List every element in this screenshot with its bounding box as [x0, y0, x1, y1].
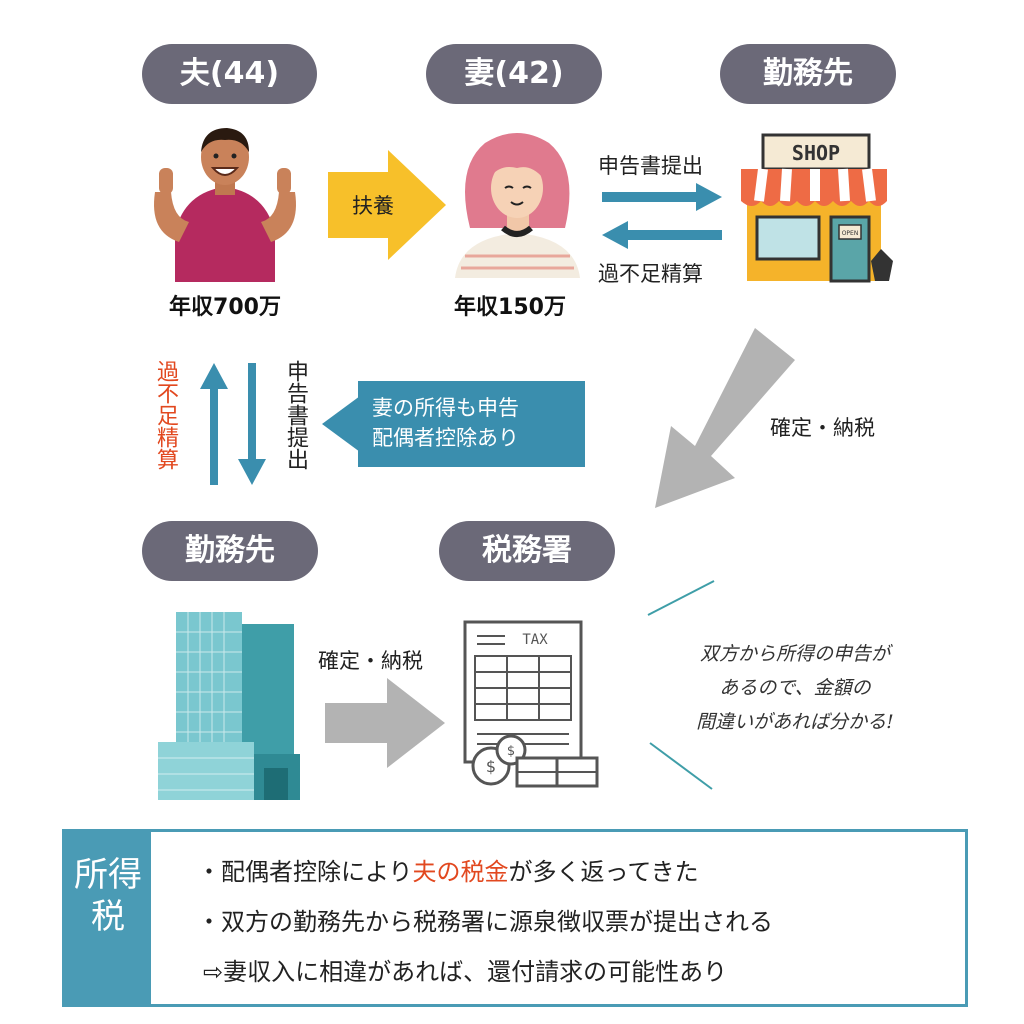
workplace-bottom-label: 勤務先: [142, 521, 318, 581]
callout-box: 妻の所得も申告 配偶者控除あり: [358, 381, 585, 467]
summary-side-label: 所得税: [65, 832, 151, 1004]
submit-declaration-label: 申告書提出: [598, 154, 703, 178]
workplace-top-label: 勤務先: [720, 44, 896, 104]
finalize-pay-right-label: 確定・納税: [770, 416, 875, 440]
summary-bullet-3: ⇨妻収入に相違があれば、還付請求の可能性あり: [203, 958, 728, 986]
note-line3: 間違いがあれば分かる!: [696, 711, 894, 733]
finalize-arrow-right: [325, 678, 445, 768]
tax-form-illustration: TAX $ $: [463, 620, 599, 788]
wife-label: 妻(42): [426, 44, 602, 104]
dependent-arrow: [328, 150, 446, 260]
summary-box: 所得税 ・配偶者控除により夫の税金が多く返ってきた ・双方の勤務先から税務署に源…: [62, 829, 968, 1007]
tax-office-label: 税務署: [439, 521, 615, 581]
finalize-arrow-diagonal: [655, 328, 795, 508]
summary-bullet-1: ・配偶者控除により夫の税金が多く返ってきた: [197, 852, 699, 887]
submit-arrow-down: [238, 363, 266, 485]
note-line2: あるので、金額の: [719, 677, 871, 699]
callout-line2: 配偶者控除あり: [372, 426, 519, 450]
settlement-arrow-left: [602, 221, 722, 249]
summary-bullet-2: ・双方の勤務先から税務署に源泉徴収票が提出される: [197, 908, 773, 936]
husband-label: 夫(44): [142, 44, 317, 104]
office-building-illustration: [158, 612, 300, 800]
svg-text:$: $: [486, 757, 496, 776]
settlement-arrow-up: [200, 363, 228, 485]
shop-sign-text: SHOP: [792, 141, 840, 165]
bullet1-highlight: 夫の税金: [412, 858, 509, 886]
shop-door-sign-text: OPEN: [842, 230, 859, 237]
husband-illustration: [154, 128, 296, 282]
bullet1-pre: ・配偶者控除により: [197, 858, 413, 886]
settlement-vertical-label: 過不足精算: [153, 360, 178, 470]
submit-vertical-label: 申告書提出: [283, 360, 308, 470]
husband-income: 年収700万: [169, 295, 281, 320]
note-line1: 双方から所得の申告が: [699, 643, 890, 665]
note-bracket-lines: [647, 580, 715, 790]
svg-text:$: $: [507, 744, 515, 759]
wife-income: 年収150万: [454, 295, 566, 320]
callout-pointer: [322, 396, 360, 452]
submit-arrow-right: [602, 183, 722, 211]
wife-illustration: [455, 133, 580, 278]
dependent-label: 扶養: [352, 194, 394, 218]
bullet1-post: が多く返ってきた: [508, 858, 699, 886]
shop-illustration: SHOP OPEN: [741, 133, 893, 283]
handwritten-note: 双方から所得の申告が あるので、金額の 間違いがあれば分かる!: [650, 637, 940, 739]
finalize-pay-bottom-label: 確定・納税: [318, 649, 423, 673]
tax-form-title-text: TAX: [522, 632, 548, 648]
settlement-label: 過不足精算: [598, 262, 703, 286]
callout-line1: 妻の所得も申告: [372, 396, 519, 420]
